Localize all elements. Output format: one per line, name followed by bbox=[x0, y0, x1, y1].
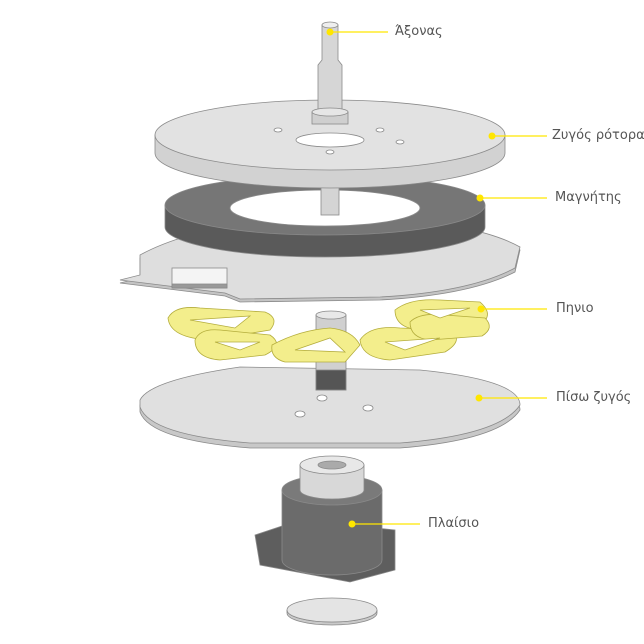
rotor-yoke-part bbox=[154, 99, 506, 189]
frame-part bbox=[254, 455, 396, 583]
leader-dots bbox=[326, 28, 496, 528]
shaft-part bbox=[311, 21, 349, 125]
back-yoke-part bbox=[139, 366, 521, 449]
leader-lines bbox=[330, 31, 547, 525]
label-shaft: Άξονας bbox=[395, 24, 443, 39]
coils bbox=[167, 299, 490, 363]
label-rotor-yoke: Ζυγός ρότορα bbox=[552, 128, 644, 143]
label-magnet: Μαγνήτης bbox=[555, 190, 622, 205]
label-back-yoke: Πίσω ζυγός bbox=[556, 390, 632, 405]
label-frame: Πλαίσιο bbox=[428, 516, 480, 531]
bottom-disk bbox=[286, 597, 378, 626]
label-coil: Πηνιο bbox=[556, 301, 594, 316]
